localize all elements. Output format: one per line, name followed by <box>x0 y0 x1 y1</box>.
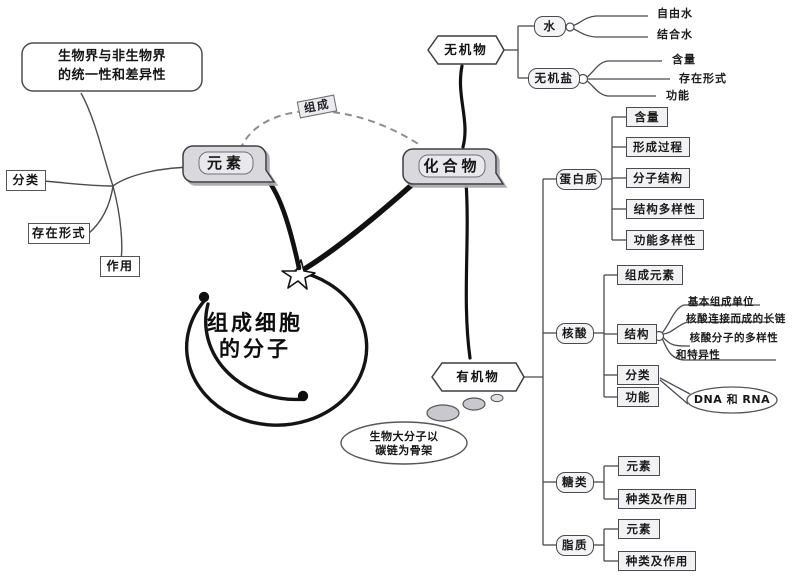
nucleicacid-child-function[interactable]: 功能 <box>617 387 659 407</box>
node-shape-element <box>182 145 276 183</box>
node-water[interactable]: 水 <box>534 16 566 37</box>
link-relation-dashed <box>239 109 421 151</box>
nucleicacid-child-structure[interactable]: 结构 <box>617 324 657 344</box>
nucleicacid-child-classification[interactable]: 分类 <box>617 365 659 385</box>
element-child-classification[interactable]: 分类 <box>6 170 46 191</box>
note-macromolecule-backbone: 生物大分子以 碳链为骨架 <box>346 430 462 458</box>
convergence-star <box>281 259 316 290</box>
center-node-text: 组成细胞 的分子 <box>192 305 318 367</box>
structure-child-diversity: 核酸分子的多样性 <box>689 331 779 344</box>
node-inorganic[interactable]: 无机物 <box>444 42 488 57</box>
protein-child-formation[interactable]: 形成过程 <box>626 137 690 157</box>
protein-child-molecular-structure[interactable]: 分子结构 <box>626 168 690 188</box>
inorganic-connectors <box>502 15 670 97</box>
salt-child-content: 含量 <box>672 52 696 66</box>
protein-child-content[interactable]: 含量 <box>626 107 668 127</box>
lipid-connectors <box>592 528 618 562</box>
water-child-free-water: 自由水 <box>657 6 693 20</box>
macromolecule-note-shape <box>340 393 504 465</box>
node-protein[interactable]: 蛋白质 <box>556 169 602 190</box>
link-compound-to-center <box>303 179 418 271</box>
callout-dna-and-rna: DNA 和 RNA <box>693 392 771 406</box>
sugar-child-types-and-roles[interactable]: 种类及作用 <box>618 489 696 509</box>
protein-child-structural-diversity[interactable]: 结构多样性 <box>626 199 704 219</box>
node-lipid[interactable]: 脂质 <box>556 535 594 556</box>
node-shape-inorganic <box>427 35 505 65</box>
note-macromolecule-line2: 碳链为骨架 <box>375 444 433 457</box>
node-shape-compound <box>402 148 505 185</box>
node-element[interactable]: 元素 <box>206 153 245 172</box>
node-organic[interactable]: 有机物 <box>456 369 500 384</box>
salt-child-function: 功能 <box>666 88 690 102</box>
node-sugar[interactable]: 糖类 <box>556 472 594 493</box>
protein-connectors <box>600 116 626 241</box>
lipid-child-elements[interactable]: 元素 <box>618 519 660 539</box>
salt-child-existence-form: 存在形式 <box>679 71 727 85</box>
note-unity-and-difference: 生物界与非生物界 的统一性和差异性 <box>24 45 200 89</box>
relation-label-composition: 组成 <box>295 94 339 118</box>
node-shape-topnote <box>21 42 203 92</box>
link-compound-to-inorganic <box>458 64 467 149</box>
element-left-links <box>41 92 197 267</box>
link-compound-to-organic <box>464 180 472 360</box>
node-inorganic-salt[interactable]: 无机盐 <box>528 68 580 89</box>
dna-rna-callout-shape <box>686 386 778 414</box>
protein-child-functional-diversity[interactable]: 功能多样性 <box>626 230 704 250</box>
element-child-function[interactable]: 作用 <box>100 256 140 277</box>
structure-child-diversity-line2: 和特异性 <box>676 348 721 361</box>
note-macromolecule-line1: 生物大分子以 <box>369 430 439 444</box>
node-compound[interactable]: 化合物 <box>423 156 481 175</box>
sugar-child-elements[interactable]: 元素 <box>618 456 660 476</box>
structure-child-long-chain: 核酸连接而成的长链 <box>686 312 786 325</box>
lipid-child-types-and-roles[interactable]: 种类及作用 <box>618 551 696 571</box>
node-nucleic-acid[interactable]: 核酸 <box>556 323 594 344</box>
note-unity-line2: 的统一性和差异性 <box>57 68 166 83</box>
center-circle <box>185 269 369 427</box>
water-child-bound-water: 结合水 <box>657 27 693 41</box>
element-child-existence-form[interactable]: 存在形式 <box>28 223 90 244</box>
note-unity-line1: 生物界与非生物界 <box>57 49 166 65</box>
structure-child-basic-unit: 基本组成单位 <box>687 295 755 308</box>
organic-connectors <box>524 178 556 546</box>
nucleicacid-child-elements[interactable]: 组成元素 <box>617 265 683 285</box>
sugar-connectors <box>592 465 618 500</box>
relation-label-text: 组成 <box>296 94 338 118</box>
link-element-to-center <box>263 175 302 271</box>
center-line2: 的分子 <box>219 337 291 361</box>
center-line1: 组成细胞 <box>207 310 303 335</box>
node-shape-organic <box>431 362 525 392</box>
